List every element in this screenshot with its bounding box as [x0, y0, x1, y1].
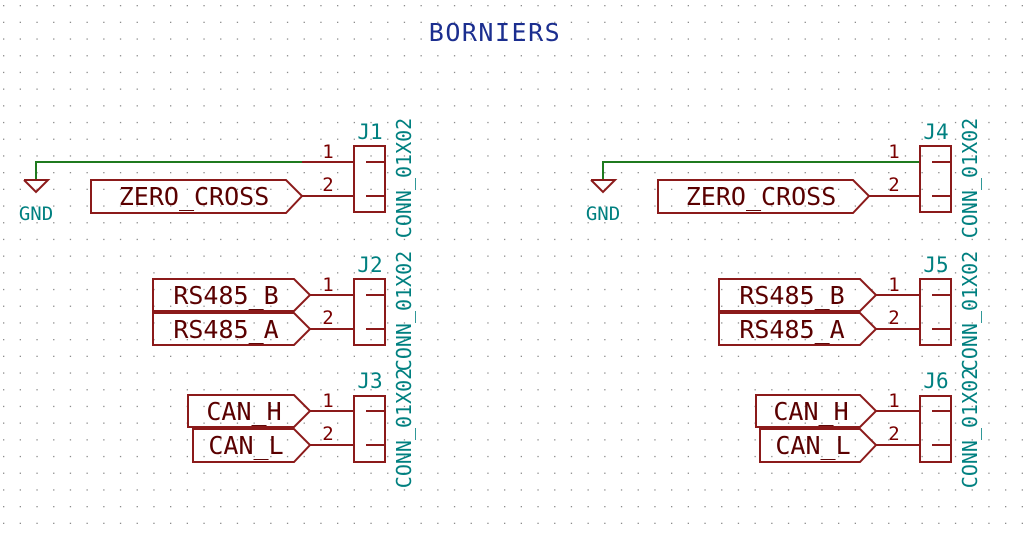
connector-value: CONN_01X02 — [958, 368, 982, 488]
connector-body — [353, 145, 386, 213]
gnd-wire — [602, 161, 920, 180]
connector-value: CONN_01X02 — [392, 251, 416, 371]
connector-ref: J6 — [923, 369, 948, 393]
connector-value: CONN_01X02 — [958, 118, 982, 238]
connector-body — [919, 278, 952, 346]
connector-value: CONN_01X02 — [392, 368, 416, 488]
left-block: GND ZERO_CROSS J1 1 2 CONN_01X02 RS485_B… — [19, 118, 416, 488]
rs485-b-label[interactable]: RS485_B — [152, 278, 312, 312]
pin-number: 1 — [888, 141, 899, 163]
pin-number: 2 — [888, 307, 899, 329]
gnd-icon — [23, 179, 51, 194]
can-h-label-text: CAN_H — [206, 397, 281, 426]
connector-body — [353, 395, 386, 463]
connector-j6[interactable]: J6 1 2 CONN_01X02 — [876, 368, 982, 488]
rs485-a-label-text: RS485_A — [739, 315, 844, 344]
right-block: GND ZERO_CROSS J4 1 2 CONN_01X02 RS485_B… — [586, 118, 982, 488]
grid-dots — [3, 5, 1023, 524]
pin-number: 2 — [888, 174, 899, 196]
pin-number: 1 — [322, 274, 333, 296]
connector-j3[interactable]: J3 1 2 CONN_01X02 — [310, 368, 416, 488]
pin-number: 2 — [322, 174, 333, 196]
connector-j1[interactable]: J1 1 2 CONN_01X02 — [302, 118, 416, 238]
zero-cross-label[interactable]: ZERO_CROSS — [657, 179, 871, 214]
connector-ref: J5 — [923, 253, 948, 277]
rs485-a-label[interactable]: RS485_A — [718, 312, 878, 346]
gnd-symbol[interactable]: GND — [586, 179, 620, 225]
zero-cross-label-text: ZERO_CROSS — [119, 182, 270, 211]
can-l-label-text: CAN_L — [775, 431, 850, 460]
pin-number: 2 — [888, 423, 899, 445]
can-l-label[interactable]: CAN_L — [759, 428, 878, 463]
gnd-icon — [590, 179, 618, 194]
connector-body — [353, 278, 386, 346]
gnd-label: GND — [19, 203, 53, 225]
rs485-b-label-text: RS485_B — [173, 281, 278, 310]
pin-number: 1 — [322, 141, 333, 163]
pin-number: 2 — [322, 423, 333, 445]
connector-j5[interactable]: J5 1 2 CONN_01X02 — [876, 251, 982, 371]
can-h-label[interactable]: CAN_H — [187, 394, 312, 428]
rs485-a-label-text: RS485_A — [173, 315, 278, 344]
zero-cross-label-text: ZERO_CROSS — [686, 182, 837, 211]
connector-body — [919, 145, 952, 213]
pin-number: 1 — [888, 390, 899, 412]
connector-ref: J2 — [357, 253, 382, 277]
gnd-symbol[interactable]: GND — [19, 179, 53, 225]
can-h-label[interactable]: CAN_H — [755, 394, 878, 428]
rs485-b-label[interactable]: RS485_B — [718, 278, 878, 312]
can-l-label[interactable]: CAN_L — [192, 428, 312, 463]
connector-j4[interactable]: J4 1 2 CONN_01X02 — [888, 118, 982, 238]
pin-number: 1 — [322, 390, 333, 412]
rs485-a-label[interactable]: RS485_A — [152, 312, 312, 346]
pin-number: 2 — [322, 307, 333, 329]
connector-body — [919, 395, 952, 463]
can-l-label-text: CAN_L — [208, 431, 283, 460]
zero-cross-label[interactable]: ZERO_CROSS — [90, 179, 304, 214]
gnd-label: GND — [586, 203, 620, 225]
gnd-wire — [35, 161, 354, 180]
rs485-b-label-text: RS485_B — [739, 281, 844, 310]
connector-value: CONN_01X02 — [392, 118, 416, 238]
sheet-title: BORNIERS — [429, 18, 561, 47]
connector-ref: J1 — [357, 120, 382, 144]
connector-ref: J3 — [357, 369, 382, 393]
connector-j2[interactable]: J2 1 2 CONN_01X02 — [310, 251, 416, 371]
can-h-label-text: CAN_H — [773, 397, 848, 426]
pin-number: 1 — [888, 274, 899, 296]
connector-ref: J4 — [923, 120, 948, 144]
connector-value: CONN_01X02 — [958, 251, 982, 371]
